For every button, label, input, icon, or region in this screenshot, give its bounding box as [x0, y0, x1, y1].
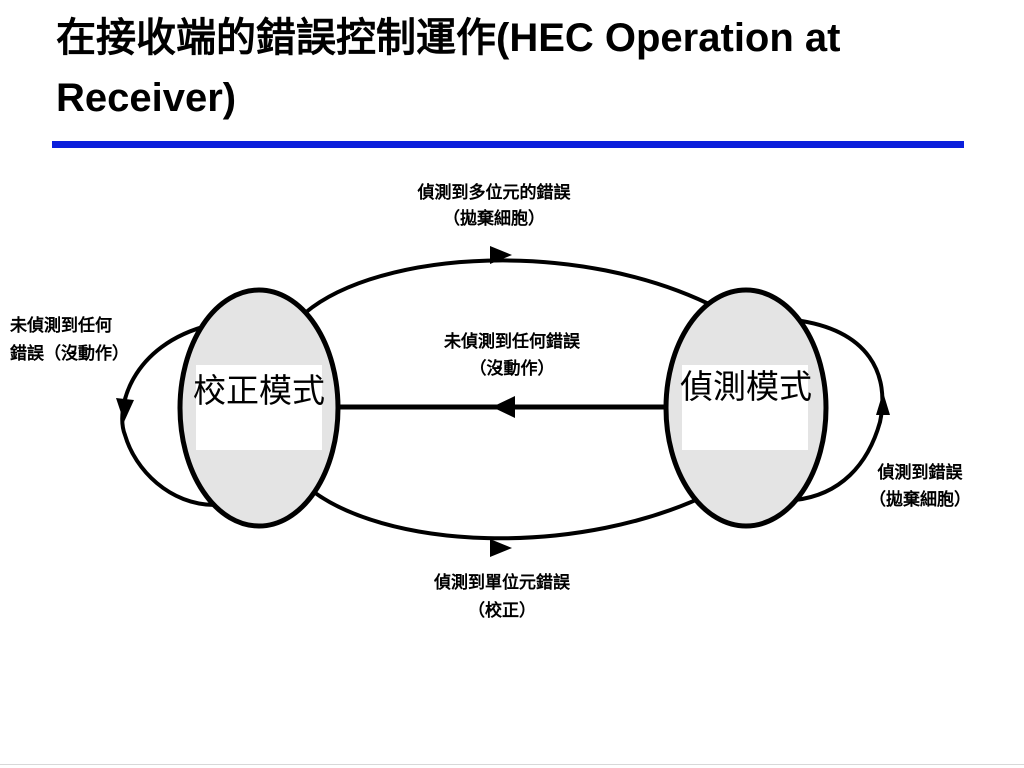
label-correction-loop-line2: 錯誤（沒動作）: [10, 343, 129, 364]
bottom-rule: [0, 764, 1024, 765]
state-correction-mode: 校正模式: [177, 287, 341, 529]
label-no-error-line2: （沒動作）: [470, 358, 555, 379]
label-single-bit-line1: 偵測到單位元錯誤: [433, 572, 571, 593]
label-multi-bit-line1: 偵測到多位元的錯誤: [417, 182, 572, 203]
label-multi-bit-line2: （拋棄細胞）: [443, 208, 545, 229]
arrow-single-bit-error: [490, 539, 512, 557]
label-no-error-line1: 未偵測到任何錯誤: [443, 331, 581, 352]
loop-correction-no-error: [120, 323, 216, 507]
edge-multi-bit-error: [303, 258, 718, 315]
arrow-correction-loop: [116, 398, 134, 422]
label-detection-loop-line2: （拋棄細胞）: [869, 489, 971, 510]
state-correction-label: 校正模式: [193, 371, 325, 410]
arrow-detection-loop: [876, 392, 890, 415]
label-correction-loop-line1: 未偵測到任何: [9, 315, 112, 336]
edge-single-bit-error: [303, 483, 718, 541]
label-single-bit-line2: （校正）: [468, 600, 536, 621]
arrow-multi-bit-error: [490, 246, 512, 264]
slide-title: 在接收端的錯誤控制運作(HEC Operation at Receiver): [56, 8, 976, 128]
arrow-no-error-return: [492, 396, 515, 418]
title-english: (HEC Operation at Receiver): [56, 16, 841, 120]
title-chinese: 在接收端的錯誤控制運作: [56, 14, 496, 61]
title-rule: [52, 141, 964, 148]
loop-detection-error: [794, 318, 885, 502]
state-diagram: 校正模式 偵測模式 偵測到多位元的錯誤 （拋棄細胞） 未偵測到任何錯誤 （沒動作…: [9, 182, 971, 621]
state-detection-mode: 偵測模式: [663, 287, 829, 529]
state-detection-label: 偵測模式: [680, 367, 812, 406]
label-detection-loop-line1: 偵測到錯誤: [877, 462, 964, 483]
